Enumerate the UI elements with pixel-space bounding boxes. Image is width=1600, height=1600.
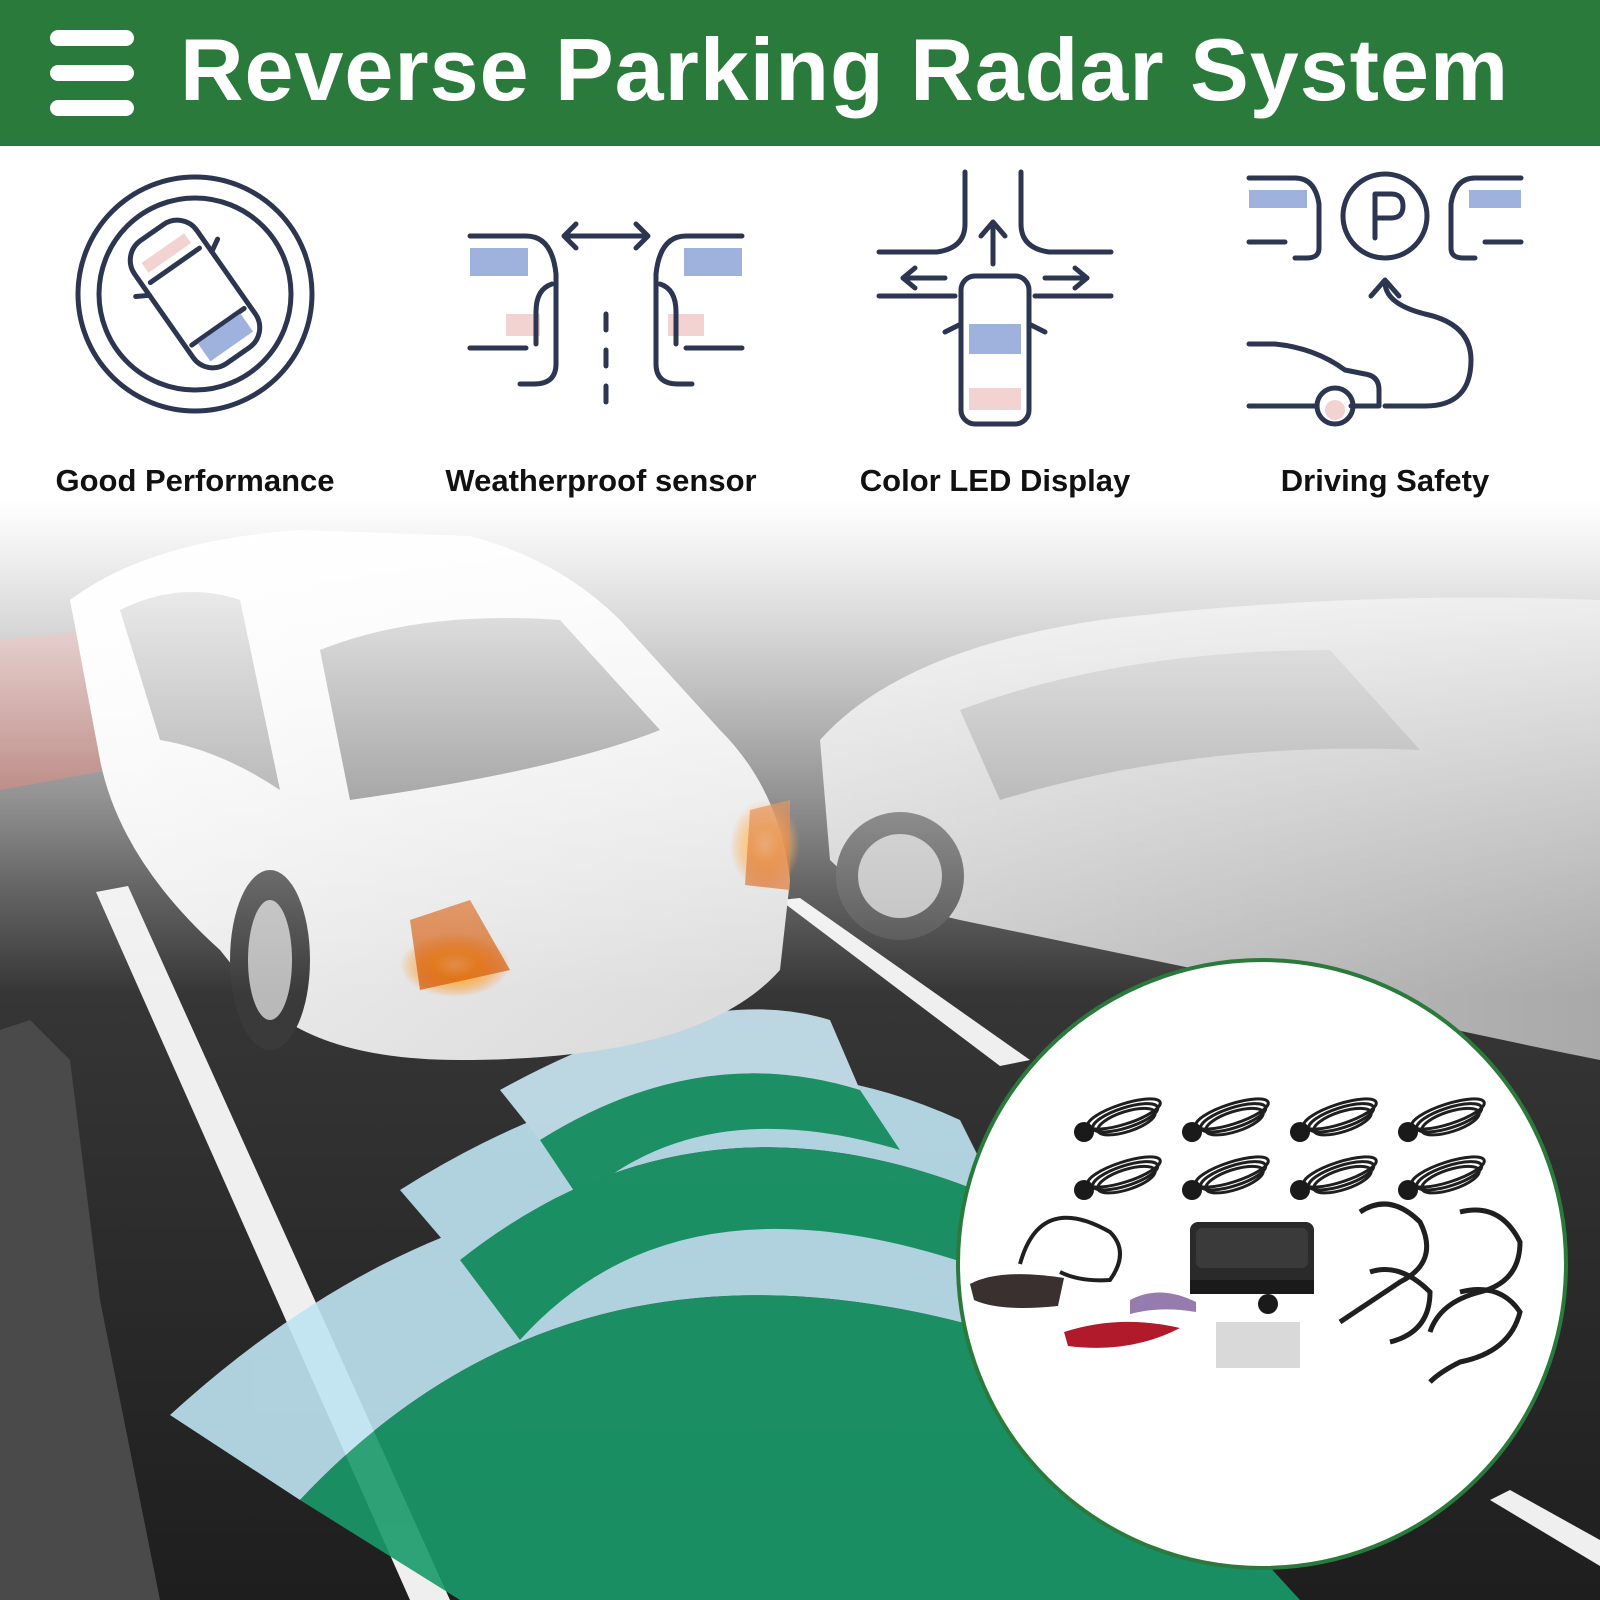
two-cars-distance-icon: [467, 221, 745, 405]
parking-sensor: [1182, 1097, 1270, 1142]
feature-label: Weatherproof sensor: [445, 463, 757, 498]
feature-color-led-display: Color LED Display: [800, 160, 1190, 520]
title-banner: Reverse Parking Radar System: [0, 0, 1600, 146]
parking-route-icon: [1246, 171, 1524, 427]
page-title: Reverse Parking Radar System: [180, 20, 1510, 119]
adhesive-pad: [1216, 1322, 1300, 1368]
car-intersection-icon: [876, 169, 1114, 427]
product-kit-image: [956, 958, 1568, 1570]
parking-sensor: [1398, 1155, 1486, 1200]
feature-label: Good Performance: [55, 463, 335, 498]
feature-good-performance: Good Performance: [0, 160, 390, 520]
feature-weatherproof-sensor: Weatherproof sensor: [406, 160, 796, 520]
parking-sensor: [1290, 1155, 1378, 1200]
car-top-view-circle-icon: [75, 174, 315, 414]
parking-sensor: [1182, 1155, 1270, 1200]
parking-sensor: [1398, 1097, 1486, 1142]
parking-sensor: [1290, 1097, 1378, 1142]
led-display: [970, 1274, 1064, 1308]
parking-sensor: [1074, 1155, 1162, 1200]
feature-label: Driving Safety: [1280, 463, 1490, 498]
parking-sensor: [1074, 1097, 1162, 1142]
feature-row: Good Performance Weatherproof sensor: [0, 160, 1600, 520]
hamburger-menu-icon[interactable]: [50, 30, 134, 116]
product-kit-graphic: [970, 1097, 1523, 1384]
extension-cables: [1338, 1201, 1523, 1384]
feature-driving-safety: Driving Safety: [1190, 160, 1580, 520]
feature-label: Color LED Display: [859, 463, 1131, 498]
red-lens: [1064, 1321, 1180, 1348]
